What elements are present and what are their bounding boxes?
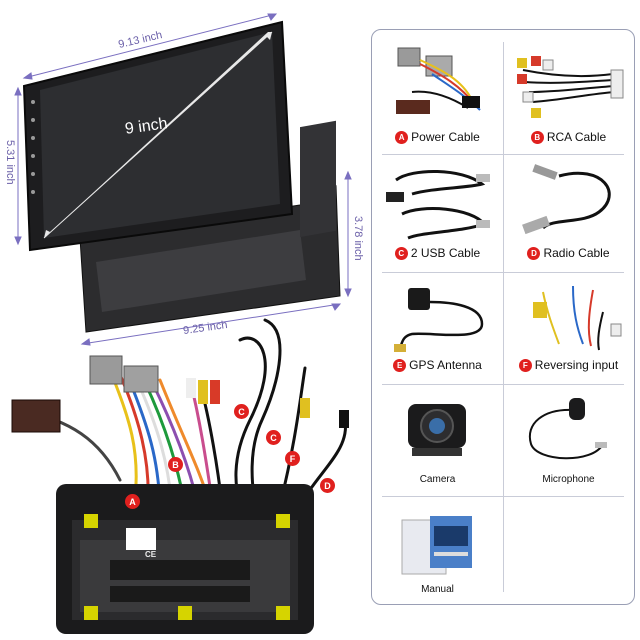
accessory-microphone: Microphone (503, 384, 634, 496)
connectors (11, 355, 349, 433)
head-unit-illustration (11, 13, 352, 634)
usb-cable-icon (386, 170, 490, 240)
accessory-radio-cable: D Radio Cable (503, 154, 634, 272)
accessory-manual: Manual (372, 496, 503, 606)
accessory-caption-manual: Manual (372, 584, 503, 595)
accessory-caption-camera: Camera (372, 474, 503, 485)
panel-divider-row-4 (382, 496, 624, 497)
accessory-caption-f: F Reversing input (503, 358, 634, 372)
dimension-lines (14, 13, 352, 346)
accessory-caption-c: C 2 USB Cable (372, 246, 503, 260)
accessory-label-manual: Manual (421, 584, 454, 595)
wire-marker-c-2: C (266, 430, 281, 445)
accessory-rca-cable: B RCA Cable (503, 30, 634, 154)
accessory-camera: Camera (372, 384, 503, 496)
badge-e: E (393, 358, 407, 372)
microphone-icon (528, 398, 607, 460)
mounting-frame (79, 120, 341, 333)
badge-b: B (530, 130, 544, 144)
rca-cable-icon (517, 56, 624, 118)
wire-marker-f: F (285, 451, 300, 466)
accessory-label-d: Radio Cable (543, 246, 610, 260)
reversing-cable-icon (533, 285, 622, 351)
screen-unit (22, 20, 294, 252)
wire-marker-c-1: C (234, 404, 249, 419)
wire-marker-b: B (168, 457, 183, 472)
radio-cable-icon (522, 164, 611, 235)
accessory-label-f: Reversing input (534, 358, 619, 372)
accessory-power-cable: A Power Cable (372, 30, 503, 154)
wire-marker-d: D (320, 478, 335, 493)
accessory-label-microphone: Microphone (542, 474, 595, 485)
camera-icon (408, 404, 466, 456)
accessory-caption-microphone: Microphone (503, 474, 634, 485)
manual-icon (401, 516, 472, 575)
badge-f: F (518, 358, 532, 372)
accessory-label-b: RCA Cable (546, 130, 607, 144)
wiring-harness (18, 318, 348, 507)
accessory-gps-antenna: E GPS Antenna (372, 272, 503, 384)
badge-d: D (527, 246, 541, 260)
accessories-panel: A Power Cable B RCA Cable (371, 29, 635, 605)
wire-marker-a: A (125, 494, 140, 509)
accessory-caption-b: B RCA Cable (503, 130, 634, 144)
panel-divider-row-2 (382, 272, 624, 273)
accessory-caption-d: D Radio Cable (503, 246, 634, 260)
power-cable-icon (396, 47, 481, 114)
badge-a: A (395, 130, 409, 144)
accessory-caption-e: E GPS Antenna (372, 358, 503, 372)
panel-divider-row-3 (382, 384, 624, 385)
ce-mark: CE (145, 550, 157, 559)
accessory-label-camera: Camera (419, 474, 456, 485)
panel-divider-vertical (503, 42, 504, 592)
gps-antenna-icon (394, 288, 484, 352)
accessory-label-e: GPS Antenna (409, 358, 482, 372)
dimension-left-height: 5.31 inch (4, 140, 16, 185)
unit-back (56, 484, 314, 634)
accessory-caption-a: A Power Cable (372, 130, 503, 144)
accessory-label-a: Power Cable (411, 130, 480, 144)
panel-divider-row-1 (382, 154, 624, 155)
accessory-usb-cable: C 2 USB Cable (372, 154, 503, 272)
dimension-right-height: 3.78 inch (352, 216, 364, 261)
accessory-label-c: 2 USB Cable (410, 246, 481, 260)
badge-c: C (394, 246, 408, 260)
accessory-reversing-input: F Reversing input (503, 272, 634, 384)
